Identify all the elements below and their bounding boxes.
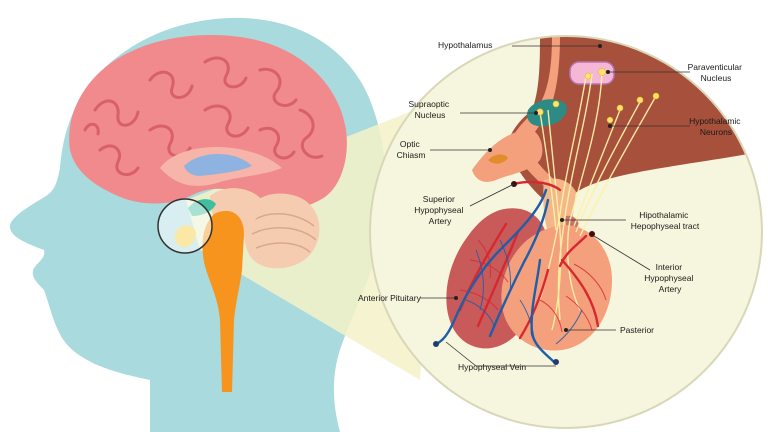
label-hypothalamus: Hypothalamus <box>438 40 492 50</box>
leader-lines <box>420 45 690 367</box>
magnified-view <box>369 35 763 429</box>
label-hypophyseal-vein: Hypophyseal Vein <box>458 362 526 372</box>
brain <box>69 34 347 392</box>
label-hypothalamic-neurons: Hypothalamic Neurons <box>689 116 743 137</box>
label-superior-artery: Superior Hypophyseal Artery <box>414 194 466 226</box>
label-optic-chiasm: Optic Chiasm <box>397 139 426 160</box>
label-interior-artery: Interior Hypophyseal Artery <box>644 262 696 294</box>
label-pasterior: Pasterior <box>620 325 654 335</box>
label-supraoptic: Supraoptic Nucleus <box>408 99 451 120</box>
label-anterior-pituitary: Anterior Pituitary <box>358 293 422 303</box>
brainstem <box>202 210 244 392</box>
label-hipothalamic-tract: Hipothalamic Hepophyseal tract <box>631 210 700 231</box>
label-paraventicular: Paraventicular Nucleus <box>688 62 745 83</box>
